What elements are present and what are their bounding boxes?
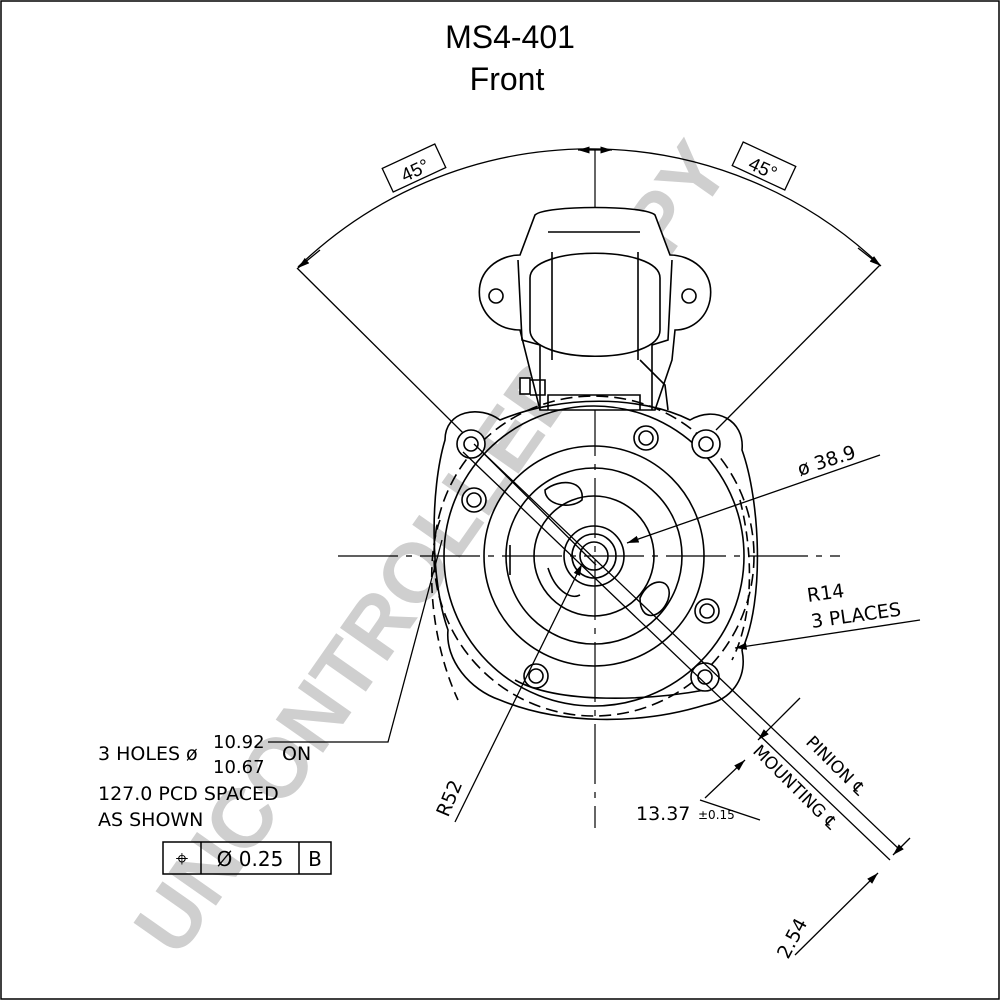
mounting-holes [456, 425, 721, 692]
offset-tolerance-label: ±0.15 [698, 808, 735, 822]
pinion-arrow [757, 697, 801, 741]
holes-note: 3 HOLES ø 10.92 10.67 ON 127.0 PCD SPACE… [98, 732, 311, 831]
pinion-core [579, 541, 609, 571]
bore-diameter-label: ø 38.9 [795, 441, 859, 480]
holes-note-line2: 127.0 PCD SPACED [98, 783, 279, 805]
drawing-subtitle: Front [470, 61, 545, 97]
solenoid-bolt-left [488, 288, 504, 304]
angle-label-left: 45° [381, 143, 447, 193]
arc-arrow-right [857, 247, 882, 267]
fillet-leader [734, 619, 921, 650]
drawing-title: MS4-401 [445, 19, 575, 55]
body-mid-circle [483, 445, 705, 667]
pcd-circle [433, 395, 755, 717]
bore-leader [626, 454, 881, 544]
small-offset-arrow-bottom [794, 872, 879, 956]
pitch-radius-label: R52 [432, 777, 467, 820]
solenoid-bolt-right [681, 288, 697, 304]
pinion-centerline [462, 451, 891, 861]
flange-outline [433, 400, 759, 721]
mounting-arrow [704, 759, 746, 799]
fillet-radius-label: R14 [806, 580, 846, 607]
small-offset-label: 2.54 [773, 915, 812, 963]
datum-label: B [308, 847, 322, 871]
mounting-flange [430, 395, 759, 721]
body-outer-circle [443, 405, 745, 707]
small-offset-arrow-top [892, 837, 911, 856]
mounting-centerline [473, 443, 901, 851]
solenoid-bore [529, 252, 661, 357]
position-symbol: ⌖ [176, 847, 188, 872]
terminal-nut [519, 377, 531, 395]
slot-bottom [639, 581, 671, 617]
pinion-outer [563, 525, 625, 587]
dimension-lines [268, 443, 921, 956]
holes-leader [268, 539, 443, 743]
left-45-line [296, 267, 597, 566]
solenoid-housing [478, 206, 712, 411]
holes-note-prefix: 3 HOLES ø [98, 743, 198, 765]
r52-leader [454, 563, 583, 823]
tolerance-value: Ø 0.25 [217, 847, 284, 871]
slot-top [544, 481, 583, 506]
arc-arrow-left [297, 249, 321, 269]
holes-note-line3: AS SHOWN [98, 809, 203, 831]
nose-circle [533, 495, 655, 617]
holes-note-suffix: ON [282, 743, 311, 765]
holes-lower-tolerance: 10.67 [213, 757, 265, 778]
tolerance-frame: ⌖ Ø 0.25 B [162, 841, 332, 875]
angle-dimension [296, 146, 882, 566]
holes-upper-tolerance: 10.92 [213, 732, 265, 753]
body-inner-circle [505, 467, 683, 645]
right-45-line [715, 264, 881, 431]
offset-leader [699, 799, 761, 821]
offset-value-label: 13.37 [636, 803, 690, 825]
